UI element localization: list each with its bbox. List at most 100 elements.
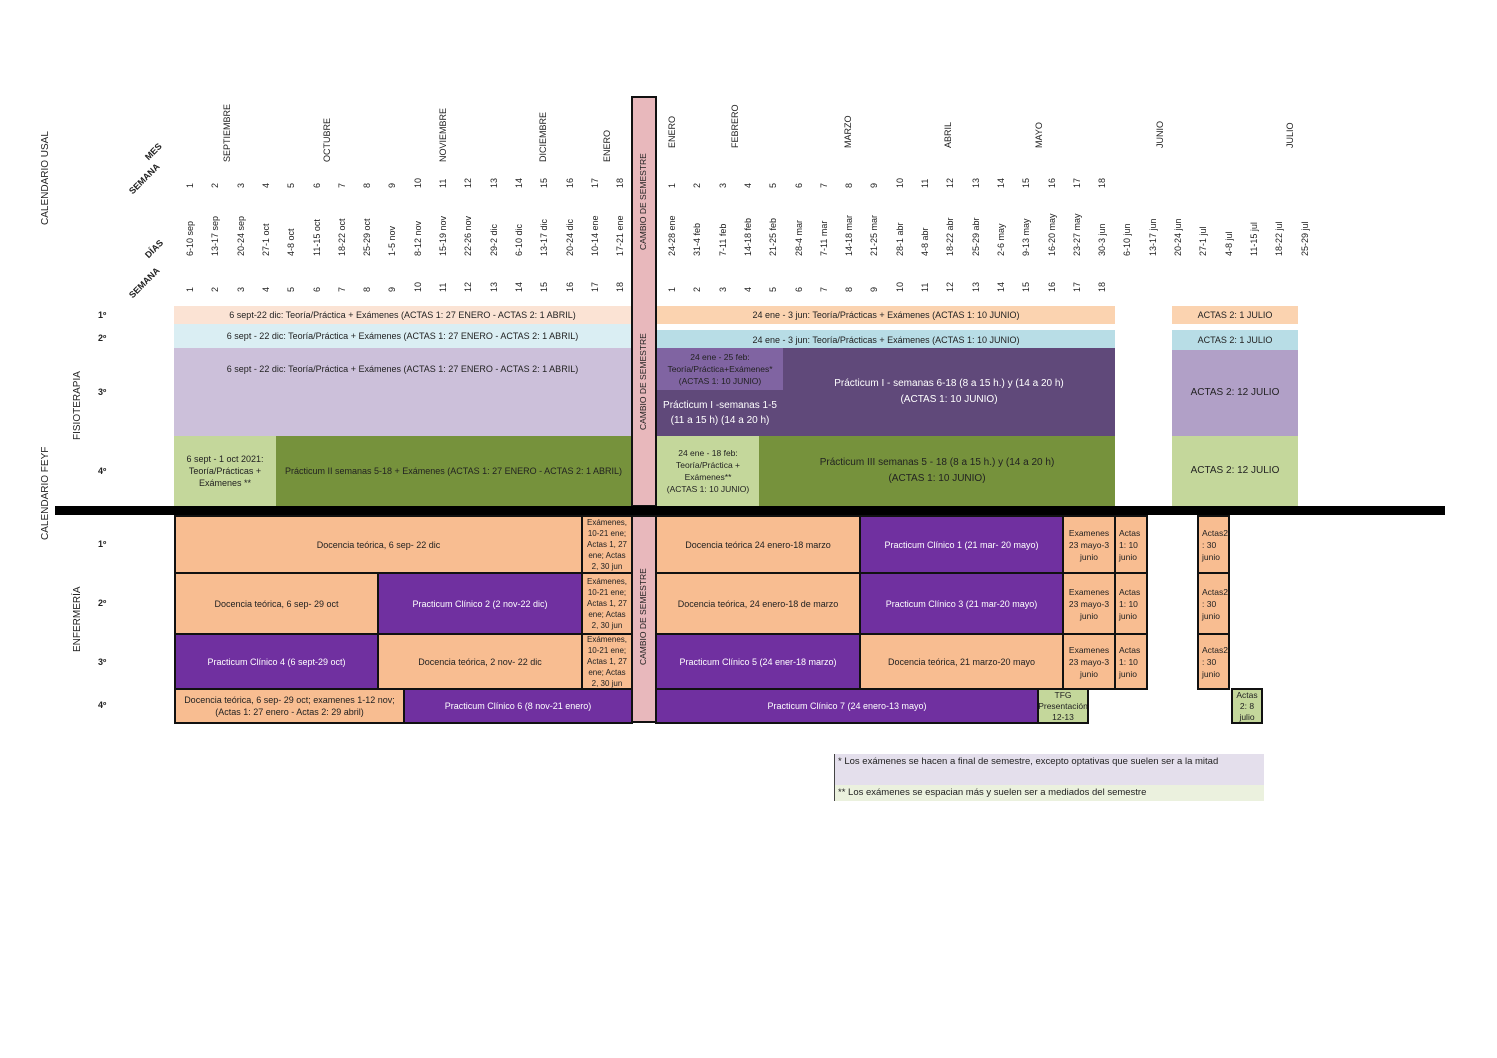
week-number-2: 5 (286, 286, 297, 292)
day-range: 29-2 dic (488, 223, 499, 256)
enf-y3-g: Actas 1: 10 junio (1114, 633, 1148, 690)
month-label: MAYO (1034, 122, 1044, 148)
month-label: FEBRERO (730, 104, 740, 148)
enf-y2-c: Exámenes, 10-21 ene; Actas 1, 27 ene; Ac… (581, 572, 633, 635)
day-range: 4-8 abr (920, 227, 930, 256)
fisio-y3-s2b-l2: (11 a 15 h) (14 a 20 h) (670, 415, 770, 426)
month-label: ENERO (602, 129, 612, 162)
week-number-2: 9 (869, 286, 880, 292)
week-number: 16 (564, 177, 575, 188)
enf-year-2: 2º (98, 598, 107, 608)
fisioterapia-label: FISIOTERAPIA (72, 371, 83, 440)
fisio-y4-s2a: 24 ene - 18 feb: Teoría/Práctica + Exáme… (657, 436, 759, 506)
fisio-year-4: 4º (98, 466, 107, 476)
month-label: NOVIEMBRE (438, 107, 448, 162)
cambio-semestre-label-bottom: CAMBIO DE SEMESTRE (638, 568, 648, 665)
fisio-year-2: 2º (98, 333, 107, 343)
enf-year-1: 1º (98, 539, 107, 549)
week-number: 14 (995, 177, 1006, 188)
day-range: 31-4 feb (692, 222, 703, 256)
week-number-2: 10 (894, 281, 905, 292)
calendario-usal-label: CALENDARIO USAL (40, 131, 51, 225)
day-range: 28-1 abr (894, 222, 905, 256)
day-range: 20-24 sep (235, 215, 246, 256)
week-number-2: 4 (742, 286, 753, 292)
day-range: 14-18 mar (844, 214, 855, 256)
week-number: 13 (970, 177, 981, 188)
week-number: 5 (286, 182, 297, 188)
day-range: 25-29 jul (1299, 221, 1310, 256)
enf-y4-e: Actas 2: 8 julio (1231, 688, 1263, 724)
mes-row-label: MES (142, 141, 164, 162)
day-range: 15-19 nov (438, 215, 448, 256)
week-number: 18 (1097, 177, 1108, 188)
day-range: 13-17 dic (539, 218, 550, 256)
enf-y3-b: Docencia teórica, 2 nov- 22 dic (377, 633, 583, 690)
week-number: 10 (894, 177, 905, 188)
fisio-y3-s2c-l2: (ACTAS 1: 10 JUNIO) (900, 394, 998, 405)
week-number: 10 (412, 177, 423, 188)
enf-y2-g: Actas 1: 10 junio (1114, 572, 1148, 635)
fisio-y1-s1: 6 sept-22 dic: Teoría/Práctica + Exámene… (174, 306, 631, 324)
week-number-2: 8 (362, 286, 373, 292)
week-number-2: 13 (970, 281, 981, 292)
week-number: 4 (742, 182, 753, 188)
day-range: 27-1 jul (1198, 226, 1209, 256)
day-range: 22-26 nov (463, 215, 474, 256)
fisio-y4-s1a-l2: Teoría/Prácticas + (188, 466, 262, 476)
enf-y3-a: Practicum Clínico 4 (6 sept-29 oct) (174, 633, 379, 690)
enf-y1-d: Practicum Clínico 1 (21 mar- 20 mayo) (859, 515, 1064, 574)
enf-y1-c: Docencia teórica 24 enero-18 marzo (655, 515, 861, 574)
fisio-y4-s2b-l1: Prácticum III semanas 5 - 18 (8 a 15 h.)… (819, 457, 1055, 468)
week-number-2: 18 (1097, 281, 1108, 292)
week-number: 3 (717, 182, 728, 188)
week-number-2: 2 (210, 286, 221, 292)
day-range: 8-12 nov (412, 220, 423, 256)
fisio-y2-s2: 24 ene - 3 jun: Teoría/Prácticas + Exáme… (657, 330, 1115, 350)
month-label: JULIO (1285, 122, 1295, 148)
month-label: ABRIL (943, 121, 953, 148)
week-number-2: 7 (818, 286, 829, 292)
enf-y2-d: Docencia teórica, 24 enero-18 de marzo (655, 572, 861, 635)
day-range: 6-10 jun (1122, 223, 1133, 256)
day-range: 2-6 may (995, 223, 1006, 256)
day-range: 17-21 ene (615, 215, 626, 256)
enf-y4-a-l2: (Actas 1: 27 enero - Actas 2: 29 abril) (215, 707, 364, 717)
week-number-2: 17 (589, 281, 600, 292)
fisio-y2-actas2: ACTAS 2: 1 JULIO (1172, 330, 1298, 350)
week-number: 17 (589, 177, 600, 188)
enfermeria-label: ENFERMERÍA (72, 586, 83, 652)
month-label: JUNIO (1155, 121, 1165, 148)
calendario-feyf-label: CALENDARIO FEYF (40, 446, 51, 540)
enf-y3-c: Exámenes, 10-21 ene; Actas 1, 27 ene; Ac… (581, 633, 633, 690)
fisio-y4-s2b: Prácticum III semanas 5 - 18 (8 a 15 h.)… (759, 436, 1115, 506)
day-range: 18-22 abr (945, 217, 956, 256)
week-number: 9 (387, 182, 398, 188)
week-number: 1 (667, 182, 677, 188)
week-number: 2 (692, 182, 703, 188)
cambio-semestre-label-mid: CAMBIO DE SEMESTRE (638, 333, 648, 430)
day-range: 23-27 may (1071, 213, 1082, 256)
enf-y1-b: Exámenes, 10-21 ene; Actas 1, 27 ene; Ac… (581, 515, 633, 574)
enf-y1-f: Actas 1: 10 junio (1114, 515, 1148, 574)
week-number: 9 (869, 182, 880, 188)
week-number-2: 11 (920, 282, 930, 292)
week-number: 17 (1071, 177, 1082, 188)
week-number: 15 (539, 177, 550, 188)
week-number: 15 (1021, 177, 1032, 188)
fisio-y3-actas2: ACTAS 2: 12 JULIO (1172, 350, 1298, 436)
section-divider (55, 506, 1445, 515)
day-range: 25-29 oct (362, 218, 373, 256)
week-number: 1 (185, 182, 195, 188)
enf-y2-f: Examenes 23 mayo-3 junio (1062, 572, 1116, 635)
fisio-y4-s2a-l3: Exámenes** (684, 472, 732, 482)
day-range: 6-10 sep (185, 220, 195, 256)
fisio-y3-s2c-l1: Prácticum I - semanas 6-18 (8 a 15 h.) y… (834, 378, 1064, 389)
note-1: * Los exámenes se hacen a final de semes… (834, 754, 1264, 785)
day-range: 16-20 may (1046, 213, 1057, 256)
day-range: 11-15 jul (1248, 222, 1259, 256)
day-range: 7-11 mar (818, 220, 829, 256)
week-number-2: 6 (311, 286, 322, 292)
week-number-2: 15 (539, 281, 550, 292)
fisio-y3-s2b: Prácticum I -semanas 1-5 (11 a 15 h) (14… (657, 390, 783, 436)
